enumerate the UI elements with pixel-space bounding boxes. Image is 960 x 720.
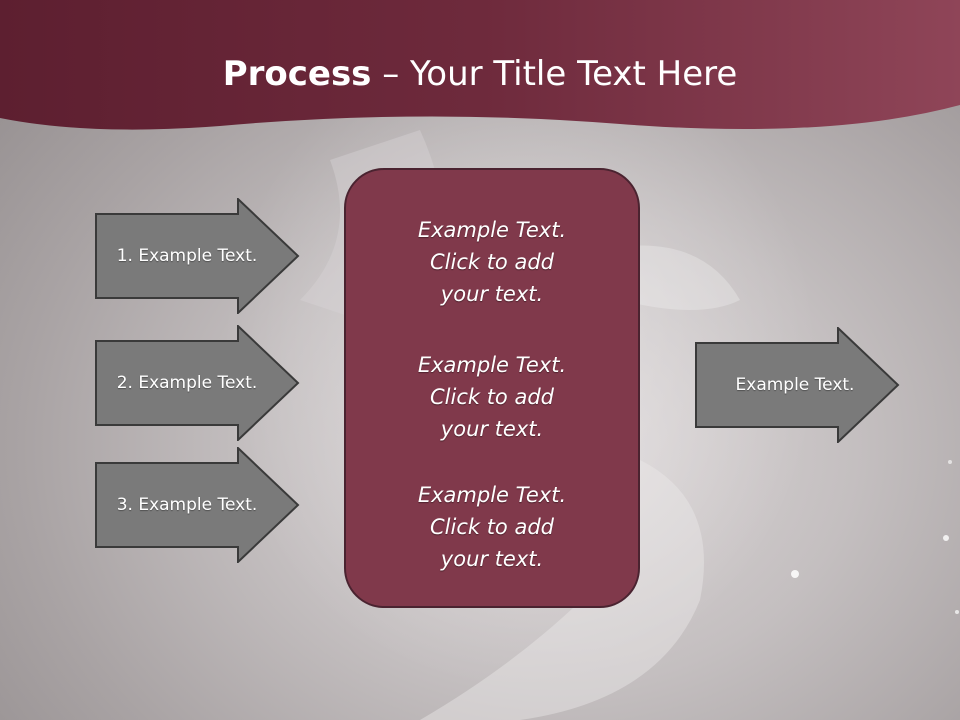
center-text-3[interactable]: Example Text. Click to add your text. [417,483,567,571]
output-arrow-shape [695,327,900,443]
step-arrow-1-shape [95,198,300,314]
step-arrow-2[interactable]: 2. Example Text. [95,325,300,441]
step-label-3: 3. Example Text. [116,495,258,515]
center-text-1[interactable]: Example Text. Click to add your text. [417,218,567,306]
output-arrow[interactable]: Example Text. [695,327,900,443]
center-content-box[interactable]: Example Text. Click to add your text. Ex… [344,168,640,608]
step-label-1: 1. Example Text. [116,246,258,266]
title-rest: – Your Title Text Here [371,54,738,94]
step-arrow-3-shape [95,447,300,563]
header-band [0,0,960,130]
step-label-2: 2. Example Text. [116,373,258,393]
step-arrow-3[interactable]: 3. Example Text. [95,447,300,563]
output-label: Example Text. [735,375,855,395]
step-arrow-2-shape [95,325,300,441]
title-bold: Process [222,54,372,94]
step-arrow-1[interactable]: 1. Example Text. [95,198,300,314]
center-text-2[interactable]: Example Text. Click to add your text. [417,353,567,441]
page-title: Process – Your Title Text Here [0,52,960,96]
